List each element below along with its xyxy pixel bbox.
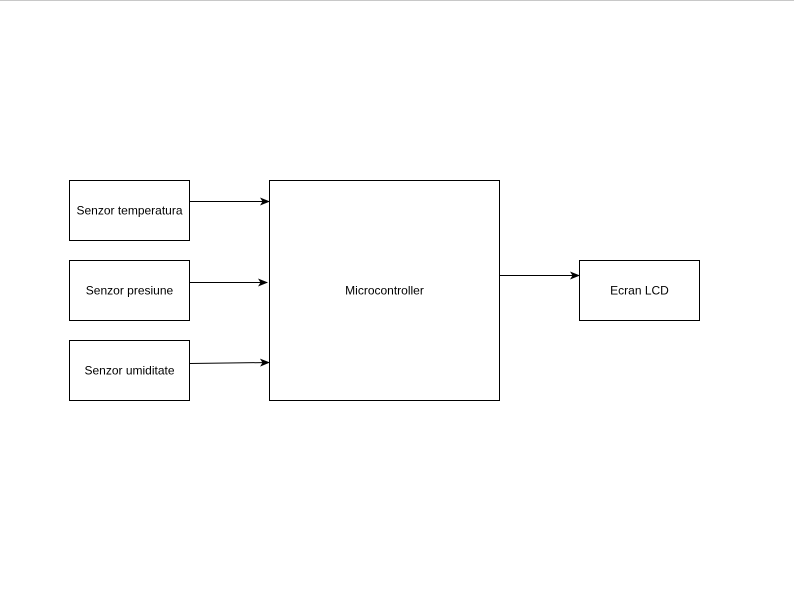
node-box [69,180,190,241]
node-label: Senzor presiune [86,284,174,298]
node-microcontroller: Microcontroller [269,180,500,401]
node-label: Ecran LCD [610,284,669,298]
node-label: Senzor umiditate [84,364,174,378]
node-senzor-presiune: Senzor presiune [69,260,190,321]
top-border [0,0,794,1]
node-box [69,340,190,401]
node-senzor-umiditate: Senzor umiditate [69,340,190,401]
node-label: Senzor temperatura [76,204,182,218]
node-senzor-temperatura: Senzor temperatura [69,180,190,241]
edge-umiditate-to-microcontroller [189,358,270,367]
node-ecran-lcd: Ecran LCD [579,260,700,321]
node-box [69,260,190,321]
node-box [269,180,500,401]
node-box [579,260,700,321]
node-label: Microcontroller [345,284,424,298]
